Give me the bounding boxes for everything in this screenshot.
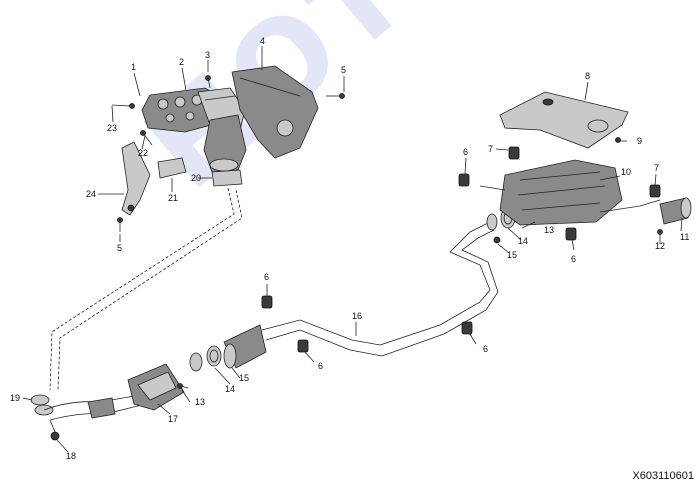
callout-15-rear: 15 [507,250,517,260]
callout-6-lower: 6 [318,361,323,371]
callout-1: 1 [131,62,136,72]
callout-14-rear: 14 [518,236,528,246]
resonator [223,324,267,369]
flex-joint [87,397,116,419]
callout-5-bottom: 5 [117,243,122,253]
figure-code: X603110601 [632,470,694,482]
callout-8: 8 [585,71,590,81]
bracket-21 [157,157,187,179]
callout-24: 24 [86,189,96,199]
callout-6-mid: 6 [264,272,269,282]
callout-13-rear: 13 [544,225,554,235]
callout-12: 12 [655,241,665,251]
callout-6-right: 6 [483,344,488,354]
upper-heat-shield [231,65,319,159]
callout-14-front: 14 [225,384,235,394]
tail-pipe [657,197,692,244]
gasket-20 [211,169,243,187]
callout-15-front: 15 [239,373,249,383]
muffler-heat-shield [499,91,629,149]
callout-19: 19 [10,393,20,403]
callout-7-left: 7 [488,144,493,154]
callout-2: 2 [179,57,184,67]
front-catalytic-converter [127,363,185,411]
rear-muffler [479,159,661,226]
callout-17: 17 [168,414,178,424]
callout-3: 3 [205,50,210,60]
callout-23: 23 [107,123,117,133]
callout-6-rear-left: 6 [463,147,468,157]
callout-21: 21 [168,193,178,203]
callout-22: 22 [138,148,148,158]
front-clamp-rings [189,345,222,372]
callout-11: 11 [680,232,689,242]
callout-6-rear-right: 6 [571,254,576,264]
callout-7-right: 7 [654,163,659,173]
callout-20: 20 [191,173,201,183]
bolts [111,75,345,232]
support-bracket [121,141,151,216]
intermediate-pipe [261,221,499,357]
hanger-rubbers [261,146,661,353]
callout-18: 18 [66,451,76,461]
callout-4: 4 [260,36,265,46]
callout-16: 16 [352,311,362,321]
callout-5-top: 5 [341,65,346,75]
callout-labels: 1 2 3 4 5 23 22 24 21 20 5 8 9 6 7 10 7 … [10,36,689,461]
leader-lines [22,46,683,453]
callout-13-front: 13 [195,397,205,407]
callout-9: 9 [637,136,642,146]
front-pipe-flange [30,394,60,441]
routing-dashed-line [49,187,235,391]
callout-10: 10 [621,167,631,177]
manifold-catalytic-converter [203,114,247,173]
